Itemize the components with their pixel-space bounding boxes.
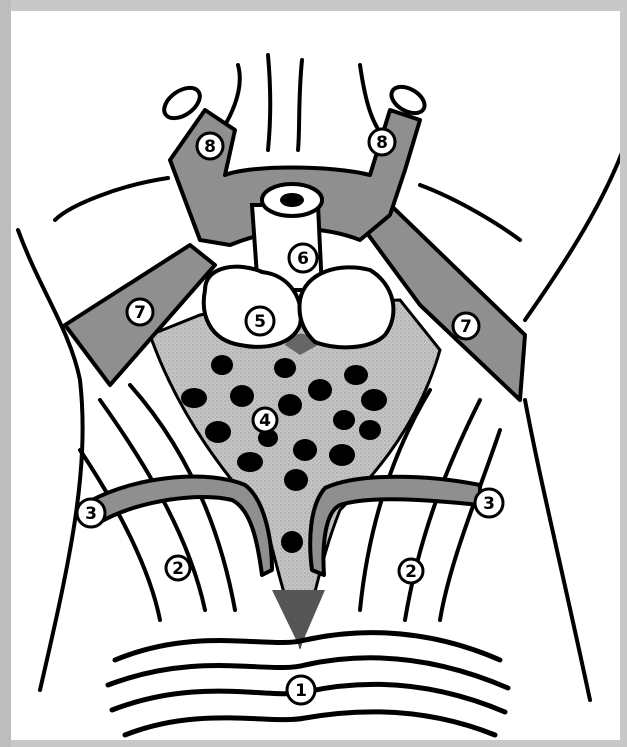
thyroid-lobe-right [300,267,394,347]
diagram-canvas: 1 2 2 3 3 4 5 6 7 7 8 8 [11,11,620,740]
label-3-left: 3 [77,499,105,527]
svg-text:3: 3 [85,504,97,524]
svg-text:7: 7 [460,317,472,337]
svg-text:4: 4 [259,411,271,431]
label-2-left: 2 [166,556,190,580]
svg-text:5: 5 [254,312,266,332]
label-8-right: 8 [369,129,395,155]
label-8-left: 8 [197,133,223,159]
svg-text:8: 8 [376,133,388,153]
svg-text:2: 2 [172,559,184,579]
svg-text:3: 3 [483,494,495,514]
frame-left-border [0,0,11,747]
label-7-left: 7 [127,299,153,325]
label-3-right: 3 [475,489,503,517]
label-1: 1 [287,676,315,704]
label-4: 4 [253,408,277,432]
svg-text:2: 2 [405,562,417,582]
anatomy-diagram: 1 2 2 3 3 4 5 6 7 7 8 8 [11,11,620,740]
svg-text:8: 8 [204,137,216,157]
label-5: 5 [246,307,274,335]
svg-text:6: 6 [297,249,309,269]
label-6: 6 [289,244,317,272]
label-7-right: 7 [453,313,479,339]
svg-text:7: 7 [134,303,146,323]
trachea-lumen [280,193,304,207]
label-2-right: 2 [399,559,423,583]
svg-text:1: 1 [295,681,307,701]
